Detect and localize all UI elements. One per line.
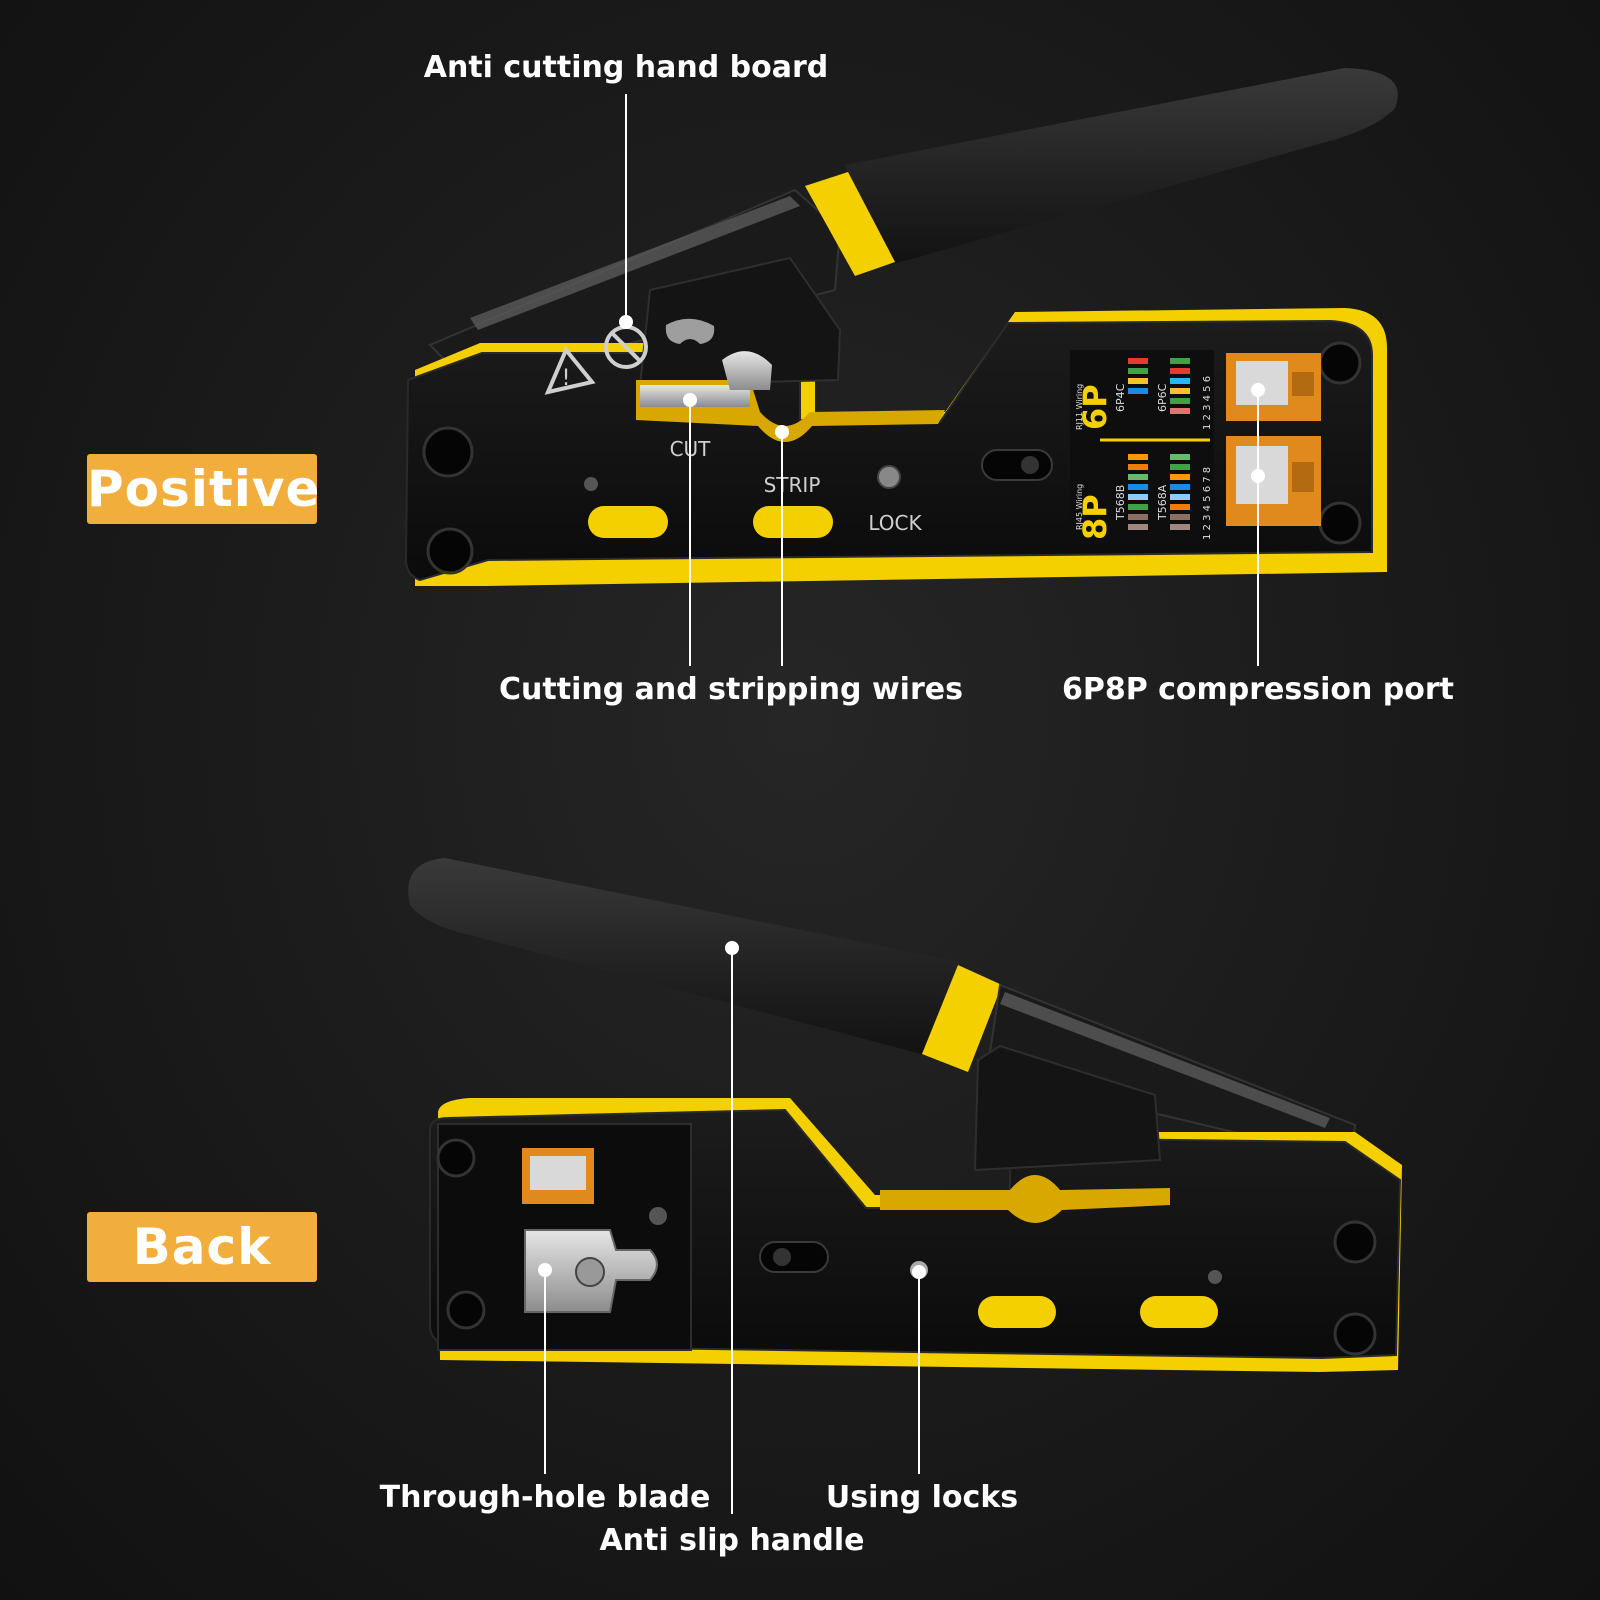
back-bolt-3 [1333, 1220, 1377, 1264]
goggles-icon [665, 318, 715, 344]
callout-anti-slip-handle: Anti slip handle [599, 1523, 865, 1558]
callout-cutting-stripping-wires: Cutting and stripping wires [499, 672, 963, 707]
callout-using-locks: Using locks [825, 1480, 1019, 1515]
warning-triangle-icon [544, 346, 596, 395]
positive-lock-screw [877, 465, 901, 489]
callout-anti-cutting-hand-board: Anti cutting hand board [423, 50, 829, 85]
wire-color-swatches [1128, 358, 1190, 530]
callout-leaders [538, 94, 1265, 1514]
warning-exclamation: ! [562, 366, 571, 391]
back-yellow-pad-1 [978, 1296, 1056, 1328]
back-badge: Back [87, 1212, 317, 1282]
back-screw-small-2 [1208, 1270, 1222, 1284]
positive-compression-ports [1226, 353, 1321, 526]
wiring-label-panel: 6P 8P RJ11 Wiring RJ45 Wiring 6P4C 6P6C … [1070, 350, 1214, 546]
back-bolt-1 [436, 1138, 476, 1178]
lock-marking: LOCK [868, 511, 922, 535]
back-screw-small-1 [649, 1207, 667, 1225]
six-p-four-c-marking: 6P4C [1114, 383, 1127, 412]
back-tool [408, 858, 1402, 1372]
eight-p-marking: 8P [1076, 494, 1114, 540]
positive-lock-slider [981, 449, 1053, 481]
six-p-six-c-marking: 6P6C [1156, 383, 1169, 412]
six-p-marking: 6P [1076, 384, 1114, 430]
positive-upper-jaw [638, 256, 842, 387]
positive-screw-small [584, 477, 598, 491]
callout-through-hole-blade: Through-hole blade [379, 1480, 711, 1515]
callout-compression-port: 6P8P compression port [1061, 672, 1455, 707]
positive-tool: ! CUT STRIP LOCK 6P 8P RJ11 Wiring RJ45 … [404, 68, 1398, 586]
back-upper-jaw [973, 1044, 1162, 1172]
back-lock-slider [759, 1241, 829, 1273]
rj45-wiring-marking: RJ45 Wiring [1075, 484, 1084, 530]
positive-blade-hook [722, 351, 772, 390]
rj11-wiring-marking: RJ11 Wiring [1075, 384, 1084, 430]
t568a-marking: T568A [1156, 484, 1169, 521]
back-handle-grip [408, 858, 960, 1055]
positive-handle-grip [845, 68, 1398, 265]
positive-pivot-bolt-1 [422, 426, 474, 478]
positive-yellow-pad-2 [753, 506, 833, 538]
back-cutting-slot [880, 1175, 1170, 1223]
positive-badge: Positive [87, 454, 319, 524]
positive-bolt-4 [1318, 501, 1362, 545]
back-bolt-2 [446, 1290, 486, 1330]
six-pin-numbers: 1 2 3 4 5 6 [1202, 376, 1213, 430]
positive-handle-collar [805, 172, 895, 276]
back-yellow-pad-2 [1140, 1296, 1218, 1328]
eight-pin-numbers: 1 2 3 4 5 6 7 8 [1202, 467, 1213, 540]
back-lever-highlight [1000, 992, 1330, 1128]
positive-yellow-pad-1 [588, 506, 668, 538]
strip-marking: STRIP [764, 473, 821, 497]
positive-bolt-3 [1318, 341, 1362, 385]
t568b-marking: T568B [1114, 485, 1127, 521]
back-bolt-4 [1333, 1312, 1377, 1356]
back-handle-collar [922, 965, 1002, 1072]
positive-pivot-bolt-2 [426, 527, 474, 575]
positive-lever-highlight [470, 196, 800, 330]
through-hole-blade-screw [575, 1257, 605, 1287]
